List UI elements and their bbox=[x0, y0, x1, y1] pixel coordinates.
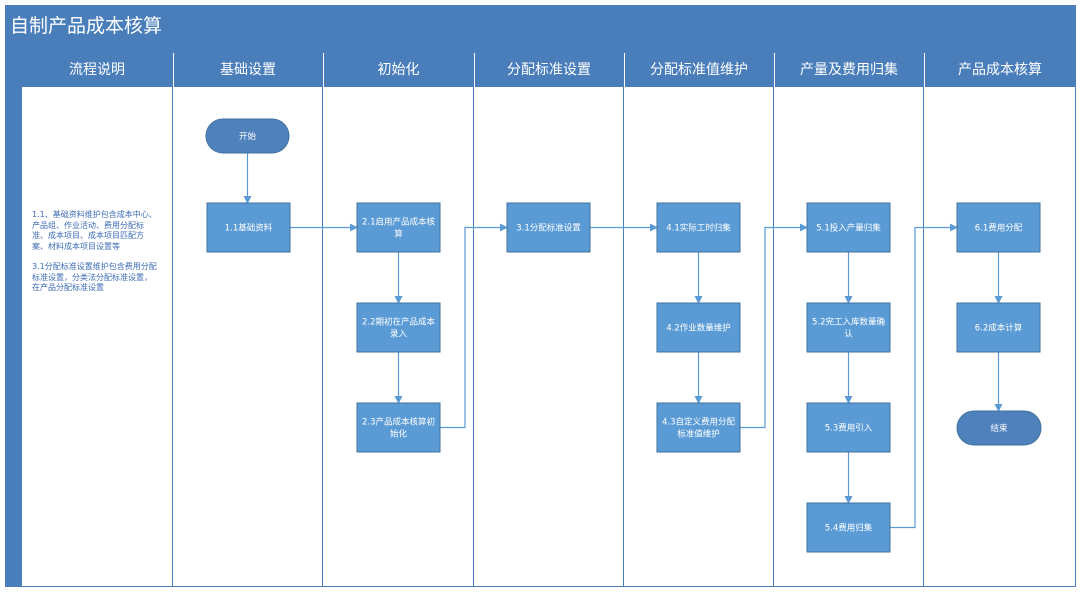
start-terminal-label: 开始 bbox=[239, 131, 257, 142]
end-terminal-label: 结束 bbox=[990, 423, 1008, 434]
node-1-1-basic-data: 1.1基础资料 bbox=[206, 202, 291, 253]
node-3-1-allocation-standard-setup: 3.1分配标准设置 bbox=[506, 202, 591, 253]
node-4-2-activity-quantity-maintenance: 4.2作业数量维护 bbox=[656, 302, 741, 353]
node-2-1-enable-cost-accounting-label: 算 bbox=[394, 229, 403, 240]
node-6-2-cost-calculation-shape bbox=[956, 302, 1041, 353]
lane-product-cost-accounting: 产品成本核算 bbox=[924, 53, 1075, 586]
node-4-1-actual-hours-collection-label: 4.1实际工时归集 bbox=[666, 223, 731, 234]
lane-header-allocation-value-maintenance: 分配标准值维护 bbox=[624, 53, 773, 87]
node-4-3-custom-allocation-value-maintenance-label: 标准值维护 bbox=[677, 429, 720, 440]
flow-connectors bbox=[243, 153, 1003, 529]
lane-allocation-value-maintenance: 分配标准值维护 bbox=[624, 53, 774, 586]
node-2-2-opening-wip-cost-entry-shape bbox=[356, 302, 441, 353]
lane-process-notes: 流程说明 bbox=[22, 53, 173, 586]
edge-5-4-to-6-1 bbox=[890, 223, 958, 529]
diagram-title: 自制产品成本核算 bbox=[10, 15, 163, 37]
lane-header-initialization: 初始化 bbox=[323, 53, 473, 87]
lane-initialization: 初始化 bbox=[323, 53, 474, 586]
lane-header-product-cost-accounting: 产品成本核算 bbox=[924, 53, 1075, 87]
end-terminal-shape bbox=[956, 410, 1042, 446]
node-4-2-activity-quantity-maintenance-shape bbox=[656, 302, 741, 353]
node-6-1-cost-allocation: 6.1费用分配 bbox=[956, 202, 1041, 253]
node-5-3-cost-import-label: 5.3费用引入 bbox=[825, 423, 873, 434]
node-2-1-enable-cost-accounting-label: 2.1启用产品成本核 bbox=[362, 217, 436, 228]
node-4-1-actual-hours-collection-shape bbox=[656, 202, 741, 253]
node-2-1-enable-cost-accounting-shape bbox=[356, 202, 441, 253]
node-4-3-custom-allocation-value-maintenance-label: 4.3自定义费用分配 bbox=[662, 417, 736, 428]
node-4-3-custom-allocation-value-maintenance-shape bbox=[656, 402, 741, 453]
node-5-4-cost-collection-shape bbox=[806, 502, 891, 553]
node-5-2-completed-stock-confirmation-label: 5.2完工入库数量确 bbox=[812, 317, 885, 328]
lane-header-allocation-standard-setup: 分配标准设置 bbox=[474, 53, 623, 87]
process-note-allocation-standard: 3.1分配标准设置维护包含费用分配标准设置，分类法分配标准设置，在产品分配标准设… bbox=[32, 262, 157, 292]
node-5-4-cost-collection-label: 5.4费用归集 bbox=[825, 523, 873, 534]
lane-basic-settings: 基础设置 bbox=[173, 53, 323, 586]
node-2-2-opening-wip-cost-entry-label: 2.2期初在产品成本 bbox=[362, 317, 436, 328]
end-terminal: 结束 bbox=[956, 410, 1042, 446]
node-1-1-basic-data-shape bbox=[206, 202, 291, 253]
node-4-1-actual-hours-collection: 4.1实际工时归集 bbox=[656, 202, 741, 253]
edge-2-3-to-3-1 bbox=[440, 223, 508, 429]
node-5-1-input-output-collection-shape bbox=[806, 202, 891, 253]
node-5-1-input-output-collection-label: 5.1投入产量归集 bbox=[816, 223, 881, 234]
node-3-1-allocation-standard-setup-label: 3.1分配标准设置 bbox=[516, 223, 581, 234]
lane-output-cost-collection: 产量及费用归集 bbox=[774, 53, 924, 586]
lane-allocation-standard-setup: 分配标准设置 bbox=[474, 53, 624, 586]
edge-4-3-to-5-1 bbox=[740, 223, 808, 429]
node-2-3-cost-accounting-init-label: 2.3产品成本核算初 bbox=[362, 417, 435, 428]
lane-header-process-notes: 流程说明 bbox=[22, 53, 172, 87]
start-terminal-shape bbox=[205, 118, 290, 154]
swimlane-pool: 流程说明 基础设置 初始化 分配标准设置 分配标准值维护 产量及费用归集 产品成… bbox=[22, 53, 1075, 586]
node-5-3-cost-import: 5.3费用引入 bbox=[806, 402, 891, 453]
node-6-1-cost-allocation-shape bbox=[956, 202, 1041, 253]
node-2-2-opening-wip-cost-entry-label: 录入 bbox=[390, 330, 408, 340]
node-5-4-cost-collection: 5.4费用归集 bbox=[806, 502, 891, 553]
process-note-basic-data: 1.1、基础资料维护包含成本中心、产品组、作业活动、费用分配标准、成本项目、成本… bbox=[32, 210, 157, 251]
node-5-2-completed-stock-confirmation-label: 认 bbox=[844, 329, 853, 340]
node-2-3-cost-accounting-init-label: 始化 bbox=[390, 429, 408, 440]
node-1-1-basic-data-label: 1.1基础资料 bbox=[225, 223, 273, 234]
node-4-2-activity-quantity-maintenance-label: 4.2作业数量维护 bbox=[666, 323, 731, 334]
node-2-3-cost-accounting-init-shape bbox=[356, 402, 441, 453]
node-6-2-cost-calculation-label: 6.2成本计算 bbox=[975, 323, 1023, 334]
process-notes: 1.1、基础资料维护包含成本中心、产品组、作业活动、费用分配标准、成本项目、成本… bbox=[32, 210, 158, 304]
node-5-3-cost-import-shape bbox=[806, 402, 891, 453]
start-terminal: 开始 bbox=[205, 118, 290, 154]
node-5-1-input-output-collection: 5.1投入产量归集 bbox=[806, 202, 891, 253]
node-6-2-cost-calculation: 6.2成本计算 bbox=[956, 302, 1041, 353]
node-3-1-allocation-standard-setup-shape bbox=[506, 202, 591, 253]
node-5-2-completed-stock-confirmation-shape bbox=[806, 302, 891, 353]
node-6-1-cost-allocation-label: 6.1费用分配 bbox=[975, 223, 1023, 234]
lane-header-basic-settings: 基础设置 bbox=[173, 53, 322, 87]
lane-header-output-cost-collection: 产量及费用归集 bbox=[774, 53, 923, 87]
